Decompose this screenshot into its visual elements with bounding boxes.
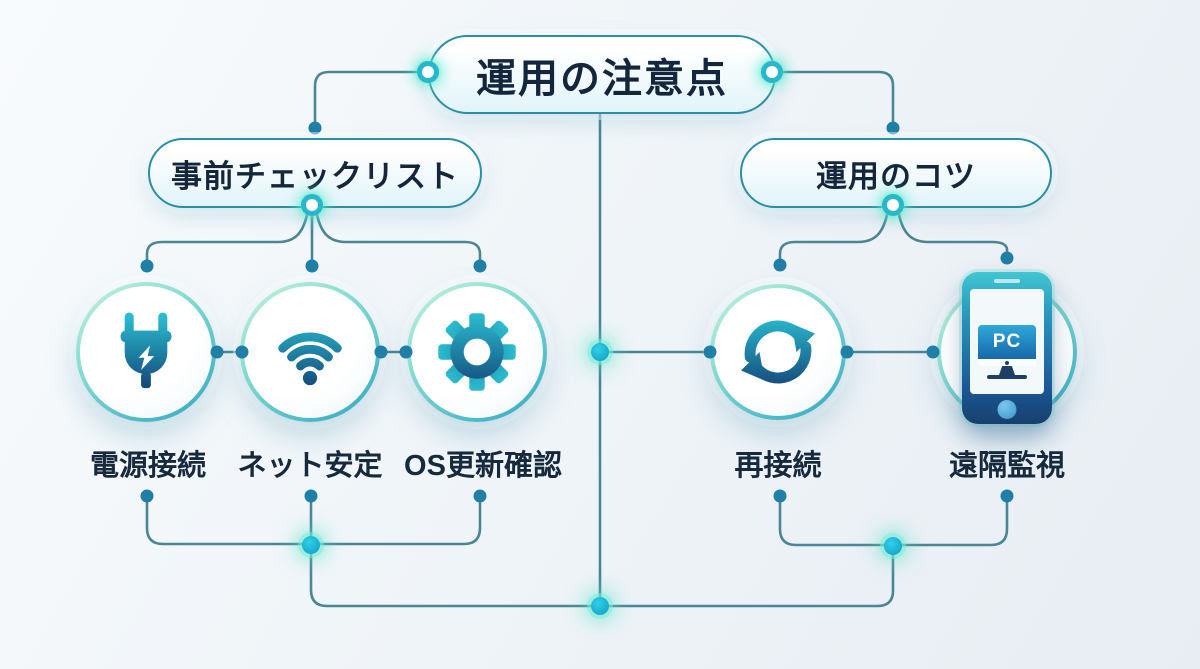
dot-wifi-left — [235, 345, 249, 359]
dot-phone-top — [1000, 251, 1014, 265]
dot-plug-top — [140, 259, 154, 273]
pc-monitor-base — [987, 375, 1027, 379]
dot-gear-bottom — [473, 489, 487, 503]
node-power-face — [80, 286, 212, 418]
pc-monitor-label: PC — [992, 331, 1022, 352]
dot-wifi-top — [305, 259, 319, 273]
branch-tips-label: 運用のコツ — [816, 158, 976, 194]
dot-wifi-right — [374, 345, 388, 359]
pc-monitor-stand — [999, 366, 1015, 375]
dot-sync-top — [773, 258, 787, 272]
connector-leftfan-left — [145, 208, 310, 263]
dot-plug-right — [210, 345, 224, 359]
diagram-title: 運用の注意点 — [428, 35, 776, 114]
wifi-icon — [278, 332, 342, 386]
junction-ringdot-precheck — [301, 194, 323, 216]
label-remote-monitor: 遠隔監視 — [948, 450, 1066, 482]
dot-wifi-bottom — [304, 489, 318, 503]
label-os-update: OS更新確認 — [404, 450, 562, 482]
junction-glowdot-trunk-mid — [591, 343, 609, 361]
phone-speaker — [994, 279, 1020, 283]
junction-glowdot-trunk-bottom — [591, 597, 609, 615]
dot-phone-bottom — [1000, 489, 1014, 503]
node-os-update-face — [411, 286, 543, 418]
dot-precheck-top — [308, 121, 322, 135]
node-network-face — [244, 286, 376, 418]
pc-monitor-bezel — [978, 359, 1036, 366]
phone-screen: PC — [970, 289, 1044, 394]
connector-rightfan-left — [778, 208, 890, 262]
connector-rightbus-drop — [600, 547, 895, 608]
smartphone-icon: PC — [962, 272, 1052, 424]
connector-leftfan-right — [314, 208, 482, 263]
junction-ringdot-title-left — [417, 61, 439, 83]
dot-sync-left — [703, 345, 717, 359]
power-plug-icon — [120, 312, 172, 389]
pc-monitor-icon: PC — [978, 325, 1036, 379]
dot-sync-right — [840, 345, 854, 359]
label-network: ネット安定 — [237, 450, 383, 482]
branch-precheck-label: 事前チェックリスト — [171, 158, 459, 194]
pc-monitor-screen: PC — [978, 325, 1036, 359]
label-reconnect: 再接続 — [734, 450, 822, 482]
phone-home-button — [997, 400, 1017, 419]
dot-gear-left — [399, 345, 413, 359]
gear-icon — [438, 313, 516, 391]
node-reconnect — [710, 284, 846, 420]
junction-glowdot-leftbus — [302, 536, 320, 554]
dot-tips-top — [886, 121, 900, 135]
connector-title-to-left-branch — [313, 70, 430, 124]
connector-rightfan-right — [896, 208, 1009, 255]
node-power — [76, 282, 216, 422]
junction-glowdot-rightbus — [884, 537, 902, 555]
connector-leftbus-drop — [309, 545, 600, 608]
junction-ringdot-tips — [882, 194, 904, 216]
connector-title-to-right-branch — [770, 70, 895, 124]
node-os-update — [407, 282, 547, 422]
diagram-title-label: 運用の注意点 — [476, 56, 728, 101]
label-power: 電源接続 — [89, 450, 207, 482]
dot-plug-bottom — [140, 489, 154, 503]
node-reconnect-face — [714, 288, 842, 416]
dot-sync-bottom — [773, 489, 787, 503]
junction-ringdot-title-right — [761, 61, 783, 83]
node-network — [240, 282, 380, 422]
dot-phone-left — [926, 345, 940, 359]
dot-gear-top — [473, 259, 487, 273]
sync-arrows-icon — [741, 320, 815, 384]
